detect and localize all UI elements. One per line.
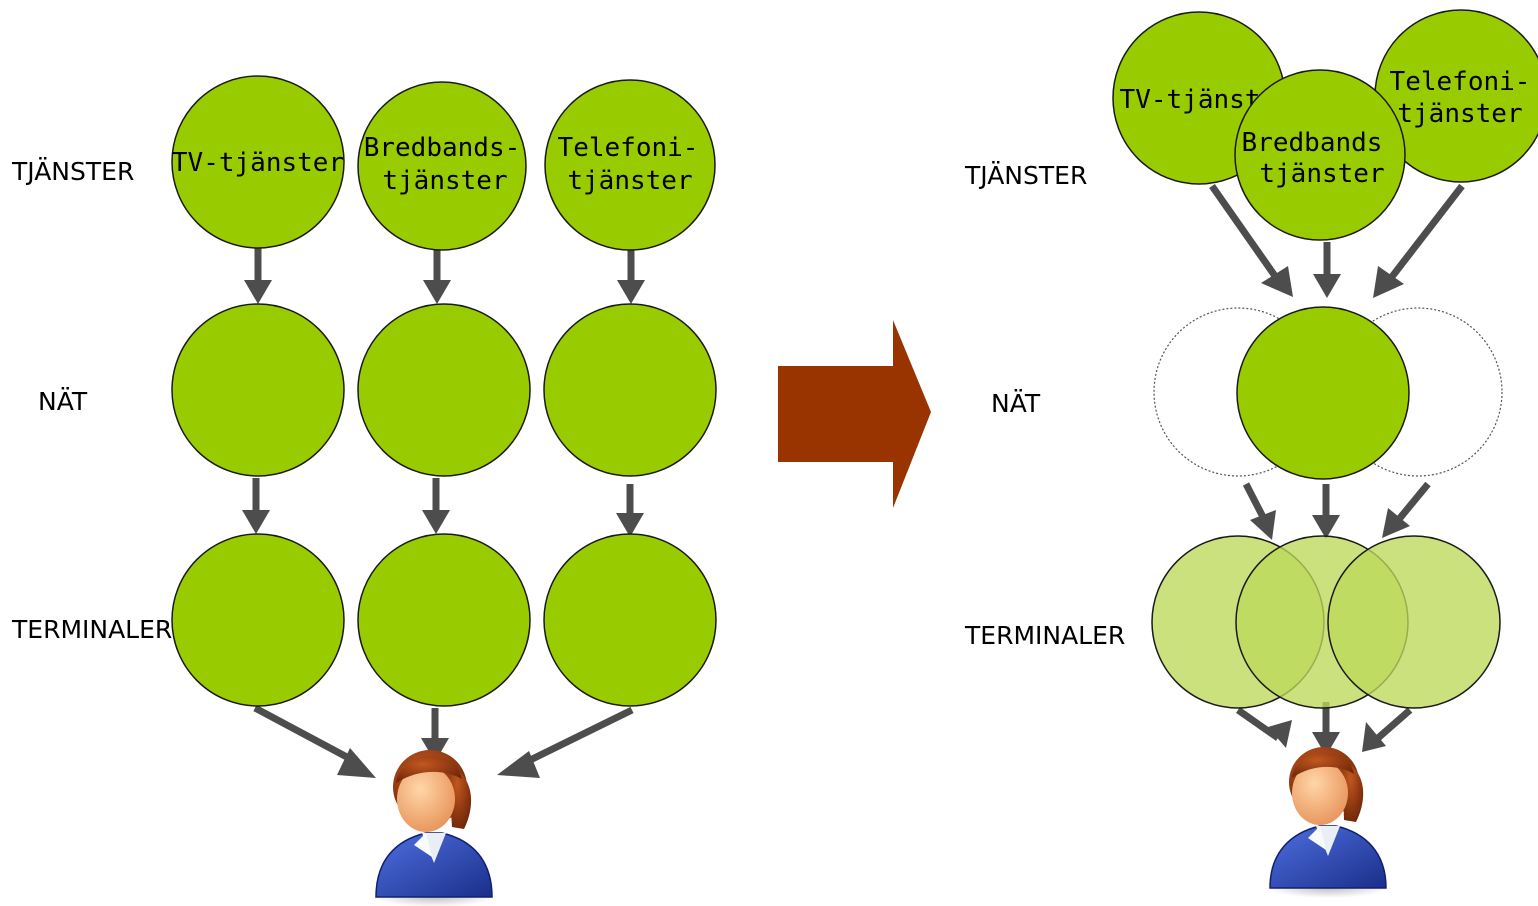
- right-label-network: NÄT: [991, 389, 1041, 418]
- left-label-network: NÄT: [38, 387, 88, 416]
- big-right-arrow-icon: [778, 320, 931, 508]
- left-label-services: TJÄNSTER: [11, 157, 134, 186]
- left-node-broadband-services: Bredbands- tjänster: [357, 81, 527, 251]
- user-person-icon: [1268, 747, 1388, 898]
- right-terminal-nodes: [1151, 535, 1501, 709]
- right-node-telephony-label-1: Telefoni-: [1390, 67, 1531, 97]
- left-arrows-network-to-terminals: [242, 478, 644, 537]
- right-node-broadband-label-1: Bredbands: [1242, 128, 1383, 158]
- right-service-nodes: TV-tjänst Telefoni- tjänster Bredbands t…: [1112, 9, 1538, 241]
- left-label-terminals: TERMINALER: [11, 615, 172, 644]
- right-node-broadband-services: Bredbands tjänster: [1234, 69, 1406, 241]
- left-diagram: TJÄNSTER NÄT TERMINALER: [11, 75, 717, 906]
- left-terminal-node-3: [543, 533, 717, 707]
- right-network-node: [1236, 306, 1410, 480]
- left-arrows-services-to-network: [244, 248, 645, 304]
- right-terminal-node-3: [1327, 535, 1501, 709]
- right-arrows-network-to-terminals: [1242, 481, 1431, 540]
- left-terminal-node-2: [357, 533, 531, 707]
- left-node-broadband-label-2: tjänster: [382, 166, 507, 196]
- left-network-nodes: [171, 303, 717, 477]
- left-terminal-node-1: [171, 533, 345, 707]
- right-node-broadband-label-2: tjänster: [1259, 159, 1384, 189]
- left-node-telephony-label-2: tjänster: [567, 166, 692, 196]
- left-arrows-terminals-to-user: [253, 704, 634, 778]
- user-person-icon: [374, 750, 494, 906]
- left-node-tv-services: TV-tjänster: [171, 75, 345, 249]
- left-node-telephony-label-1: Telefoni-: [558, 133, 699, 163]
- left-node-tv-label: TV-tjänster: [172, 148, 344, 178]
- right-node-telephony-services: Telefoni- tjänster: [1374, 9, 1538, 183]
- left-node-broadband-label-1: Bredbands-: [364, 133, 521, 163]
- left-service-nodes: TV-tjänster Bredbands- tjänster Telefoni…: [171, 75, 716, 251]
- right-arrows-terminals-to-user: [1235, 702, 1413, 756]
- right-arrows-services-to-network: [1209, 183, 1465, 298]
- right-label-terminals: TERMINALER: [964, 621, 1125, 650]
- left-node-telephony-services: Telefoni- tjänster: [544, 79, 716, 251]
- right-label-services: TJÄNSTER: [964, 161, 1087, 190]
- right-node-telephony-label-2: tjänster: [1397, 99, 1522, 129]
- left-terminal-nodes: [171, 533, 717, 707]
- right-node-tv-label: TV-tjänst: [1120, 85, 1261, 115]
- left-network-node-2: [357, 303, 531, 477]
- right-diagram: TJÄNSTER NÄT TERMINALER: [964, 9, 1538, 898]
- left-network-node-3: [543, 303, 717, 477]
- right-ghost-network-right: [1333, 307, 1503, 477]
- left-network-node-1: [171, 303, 345, 477]
